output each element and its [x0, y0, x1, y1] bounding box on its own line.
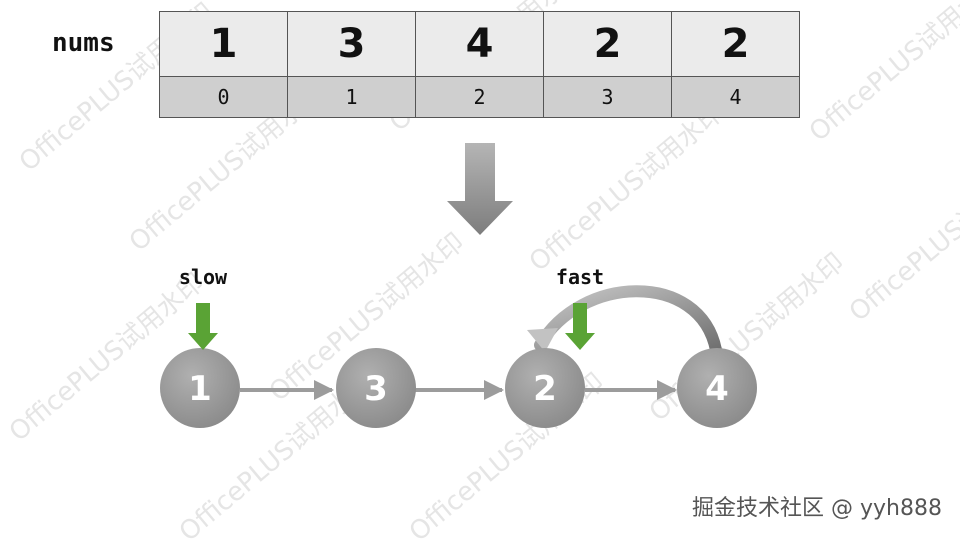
array-value-cell: 1 — [159, 11, 288, 77]
cycle-edge-4-to-2 — [534, 285, 722, 356]
array-value-cell: 3 — [287, 11, 416, 77]
array-index-cell: 2 — [415, 76, 544, 118]
slow-pointer-arrow-icon — [188, 303, 218, 350]
array-values-row: 1 3 4 2 2 — [159, 11, 800, 77]
node-label: 3 — [364, 369, 388, 409]
array-value-cell: 2 — [671, 11, 800, 77]
node-label: 1 — [188, 369, 212, 409]
cycle-edge-arrowhead — [527, 328, 558, 352]
graph-node: 1 — [160, 348, 240, 428]
array-index-cell: 1 — [287, 76, 416, 118]
node-label: 2 — [533, 369, 557, 409]
array-table: 1 3 4 2 2 0 1 2 3 4 — [159, 11, 800, 118]
graph-node: 4 — [677, 348, 757, 428]
array-value-cell: 4 — [415, 11, 544, 77]
array-index-cell: 4 — [671, 76, 800, 118]
array-index-row: 0 1 2 3 4 — [159, 76, 800, 118]
array-label: nums — [52, 28, 115, 58]
fast-pointer-label: fast — [556, 265, 604, 289]
transform-down-arrow-icon — [447, 143, 513, 235]
array-index-cell: 3 — [543, 76, 672, 118]
graph-node: 2 — [505, 348, 585, 428]
credit-text: 掘金技术社区 @ yyh888 — [692, 496, 942, 521]
fast-pointer-arrow-icon — [565, 303, 595, 350]
node-label: 4 — [705, 369, 729, 409]
graph-node: 3 — [336, 348, 416, 428]
slow-pointer-label: slow — [179, 265, 228, 289]
array-index-cell: 0 — [159, 76, 288, 118]
